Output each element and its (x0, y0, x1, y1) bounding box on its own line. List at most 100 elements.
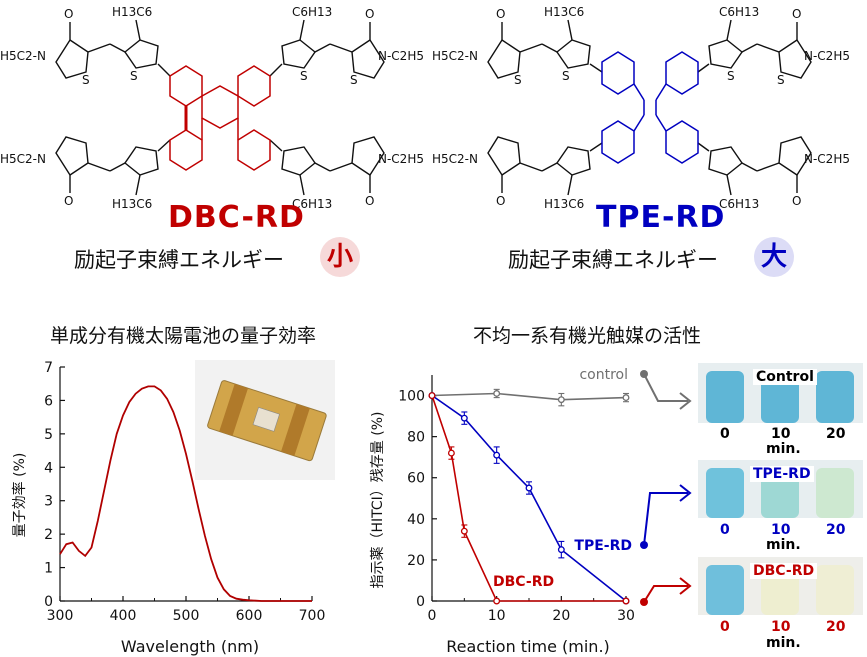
cat-y-tick-label: 100 (398, 389, 425, 405)
cat-x-tick-label: 20 (552, 608, 570, 624)
dbc-rd-name: DBC-RD (168, 200, 305, 235)
eqe-y-tick-label: 7 (44, 360, 53, 376)
cat-y-tick-label: 40 (407, 512, 425, 528)
ethyl-label: N-C2H5 (804, 152, 850, 166)
sulfur-label: S (82, 73, 90, 87)
vials-tpe: TPE-RD 0 10 20 min. (698, 460, 863, 553)
oxygen-label: O (365, 7, 374, 21)
vials-dbc: DBC-RD 0 10 20 min. (698, 557, 863, 655)
dbc-rd-structure: H5C2-N N-C2H5 H5C2-N N-C2H5 H13C6 C6H13 … (0, 5, 424, 211)
cat-x-axis-label: Reaction time (min.) (446, 637, 610, 656)
ethyl-label: N-C2H5 (378, 49, 424, 63)
device-photo (207, 380, 327, 462)
tpe-rd-name: TPE-RD (596, 200, 726, 235)
solar-cell-title: 単成分有機太陽電池の量子効率 (50, 325, 317, 347)
oxygen-label: O (792, 7, 801, 21)
cat-x-tick-label: 10 (488, 608, 506, 624)
vial-time-unit: min. (766, 537, 801, 553)
eqe-y-tick-label: 6 (44, 393, 53, 409)
eqe-x-axis-label: Wavelength (nm) (121, 637, 259, 656)
cat-y-tick-label: 80 (407, 430, 425, 446)
cat-series-line-1 (431, 394, 627, 602)
eqe-y-tick-label: 3 (44, 494, 53, 510)
eqe-series-line (59, 385, 312, 602)
vial-time-unit: min. (766, 635, 801, 651)
cat-x-tick-label: 30 (617, 608, 635, 624)
cat-data-point (622, 597, 630, 605)
photocatalyst-title: 不均一系有機光触媒の活性 (473, 325, 702, 347)
ethyl-label: N-C2H5 (804, 49, 850, 63)
sulfur-label: S (130, 69, 138, 83)
hexyl-label: H13C6 (112, 197, 152, 211)
sulfur-label: S (562, 69, 570, 83)
sulfur-label: S (514, 73, 522, 87)
control-series-label: control (579, 367, 628, 383)
hexyl-label: C6H13 (292, 197, 332, 211)
tpe-series-label: TPE-RD (574, 538, 632, 554)
cat-data-point (557, 396, 565, 404)
hexyl-label: C6H13 (292, 5, 332, 19)
eqe-x-tick-label: 700 (299, 608, 326, 624)
cat-x-tick-label: 0 (428, 608, 437, 624)
eqe-y-tick-label: 1 (44, 561, 53, 577)
cat-y-tick-label: 0 (416, 594, 425, 610)
cat-data-point (447, 449, 455, 457)
oxygen-label: O (64, 7, 73, 21)
vial-label-tpe: TPE-RD (750, 466, 814, 482)
vial-time-unit: min. (766, 441, 801, 457)
exciton-binding-label-right: 励起子束縛エネルギー (508, 248, 718, 272)
hexyl-label: C6H13 (719, 5, 759, 19)
ethyl-label: H5C2-N (432, 49, 478, 63)
ethyl-label: H5C2-N (432, 152, 478, 166)
eqe-y-tick-label: 4 (44, 460, 53, 476)
cat-data-point (525, 484, 533, 492)
ethyl-label: H5C2-N (0, 49, 46, 63)
vial-time-0: 0 (720, 619, 730, 635)
large-badge: 大 (754, 237, 794, 277)
vial-time-20: 20 (826, 619, 846, 635)
cat-data-point (557, 546, 565, 554)
cat-y-tick-label: 60 (407, 471, 425, 487)
oxygen-label: O (792, 194, 801, 208)
exciton-binding-label-left: 励起子束縛エネルギー (74, 248, 284, 272)
tpe-rd-structure: H5C2-N N-C2H5 H5C2-N N-C2H5 H13C6 C6H13 … (432, 5, 850, 211)
oxygen-label: O (365, 194, 374, 208)
vial-time-0: 0 (720, 426, 730, 442)
eqe-y-tick-label: 5 (44, 427, 53, 443)
vial-time-10: 10 (771, 426, 791, 442)
sulfur-label: S (727, 69, 735, 83)
oxygen-label: O (64, 194, 73, 208)
eqe-x-tick-label: 300 (47, 608, 74, 624)
vial-time-10: 10 (771, 522, 791, 538)
vial-label-control: Control (753, 369, 817, 385)
cat-data-point (460, 527, 468, 535)
cat-data-point (493, 597, 501, 605)
vial-label-dbc: DBC-RD (750, 563, 818, 579)
oxygen-label: O (496, 7, 505, 21)
ethyl-label: N-C2H5 (378, 152, 424, 166)
dbc-series-label: DBC-RD (493, 574, 554, 590)
sulfur-label: S (300, 69, 308, 83)
cat-series-line-0 (431, 392, 627, 401)
hexyl-label: H13C6 (112, 5, 152, 19)
cat-data-point (428, 392, 436, 399)
cat-data-point (493, 390, 501, 397)
eqe-x-tick-label: 400 (110, 608, 137, 624)
sulfur-label: S (777, 73, 785, 87)
cat-data-point (622, 394, 630, 402)
connector-arrows (640, 370, 692, 606)
eqe-y-tick-label: 2 (44, 527, 53, 543)
eqe-x-tick-label: 500 (173, 608, 200, 624)
vial-time-0: 0 (720, 522, 730, 538)
sulfur-label: S (350, 73, 358, 87)
vials-control: Control 0 10 20 min. (698, 363, 863, 457)
hexyl-label: C6H13 (719, 197, 759, 211)
eqe-y-tick-label: 0 (44, 594, 53, 610)
eqe-x-tick-label: 600 (236, 608, 263, 624)
cat-series-line-2 (431, 395, 626, 602)
ethyl-label: H5C2-N (0, 152, 46, 166)
hexyl-label: H13C6 (544, 5, 584, 19)
hexyl-label: H13C6 (544, 197, 584, 211)
